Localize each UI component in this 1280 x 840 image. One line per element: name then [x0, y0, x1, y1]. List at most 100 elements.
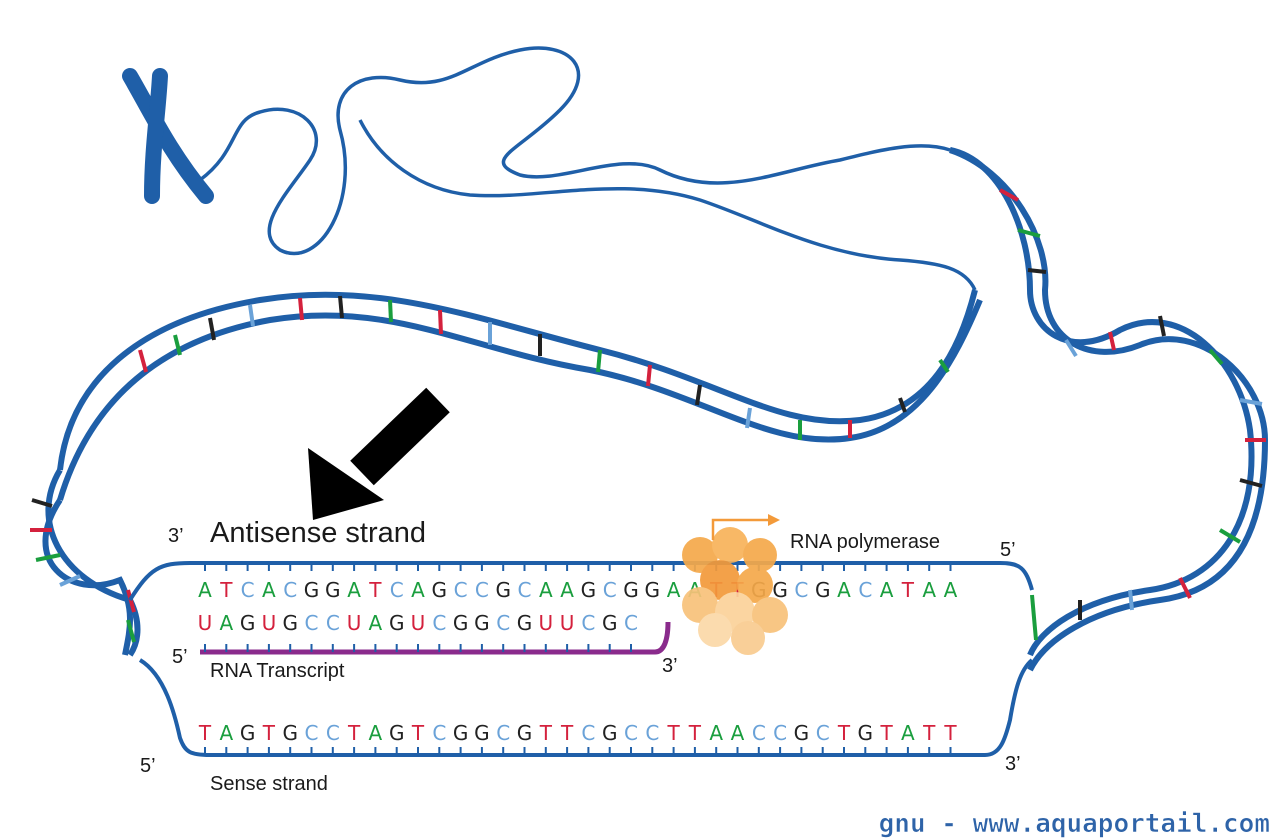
base-letter: A: [347, 578, 361, 602]
base-letter: G: [282, 611, 298, 635]
rna-polymerase-icon[interactable]: [682, 527, 788, 655]
base-letter: C: [752, 721, 766, 745]
base-letter: G: [474, 721, 490, 745]
base-letter: C: [326, 721, 340, 745]
base-letter: C: [624, 611, 638, 635]
antisense-end-left: 3’: [168, 525, 184, 547]
base-letter: C: [454, 578, 468, 602]
base-letter: C: [475, 578, 489, 602]
sense-end-right: 3’: [1005, 753, 1021, 775]
base-letter: G: [282, 721, 298, 745]
rna-polymerase-label: RNA polymerase: [790, 531, 940, 553]
base-letter: A: [198, 578, 212, 602]
base-letter: G: [495, 578, 511, 602]
base-letter: G: [772, 578, 788, 602]
base-letter: T: [411, 721, 425, 745]
base-letter: C: [581, 611, 595, 635]
base-letter: G: [517, 611, 533, 635]
dna-helix-left: [30, 468, 141, 657]
base-letter: A: [731, 721, 745, 745]
base-letter: A: [262, 578, 276, 602]
dna-helix-right: [949, 147, 1269, 672]
base-letter: U: [560, 611, 575, 635]
antisense-strand-backbone: [128, 561, 1034, 602]
base-letter: T: [879, 721, 893, 745]
base-letter: C: [432, 611, 446, 635]
base-letter: G: [474, 611, 490, 635]
base-letter: C: [816, 721, 830, 745]
base-letter: T: [901, 578, 915, 602]
base-letter: A: [944, 578, 958, 602]
base-letter: C: [305, 611, 319, 635]
base-letter: A: [219, 721, 233, 745]
base-letter: C: [624, 721, 638, 745]
base-letter: C: [496, 721, 510, 745]
antisense-end-right: 5’: [1000, 539, 1016, 561]
base-letter: C: [581, 721, 595, 745]
base-letter: G: [304, 578, 320, 602]
base-letter: G: [453, 611, 469, 635]
base-letter: G: [815, 578, 831, 602]
base-letter: A: [837, 578, 851, 602]
base-letter: G: [389, 611, 405, 635]
base-letter: G: [581, 578, 597, 602]
base-letter: T: [347, 721, 361, 745]
base-letter: C: [794, 578, 808, 602]
base-letter: G: [602, 611, 618, 635]
base-letter: T: [560, 721, 574, 745]
base-letter: G: [240, 611, 256, 635]
base-letter: T: [922, 721, 936, 745]
base-letter: A: [219, 611, 233, 635]
base-letter: G: [453, 721, 469, 745]
base-letter: C: [603, 578, 617, 602]
rna-transcript-label: RNA Transcript: [210, 660, 345, 682]
base-letter: C: [241, 578, 255, 602]
sense-base-ticks: [204, 747, 952, 755]
transcript-base-ticks: [204, 644, 632, 652]
base-letter: G: [325, 578, 341, 602]
base-letter: T: [198, 721, 212, 745]
base-letter: C: [496, 611, 510, 635]
base-letter: A: [880, 578, 894, 602]
base-letter: T: [837, 721, 851, 745]
sense-strand-label: Sense strand: [210, 773, 328, 795]
base-letter: A: [901, 721, 915, 745]
base-letter: C: [326, 611, 340, 635]
base-letter: C: [773, 721, 787, 745]
transcript-end-right: 3’: [662, 655, 678, 677]
base-letter: T: [262, 721, 276, 745]
base-letter: C: [305, 721, 319, 745]
base-letter: C: [283, 578, 297, 602]
base-letter: A: [667, 578, 681, 602]
base-letter: U: [198, 611, 213, 635]
base-letter: G: [432, 578, 448, 602]
pointer-arrow-icon: [308, 387, 450, 520]
base-letter: A: [369, 721, 383, 745]
chromatin-thread: [198, 46, 951, 256]
rna-transcript-strand[interactable]: [200, 621, 671, 655]
base-letter: C: [432, 721, 446, 745]
base-letter: T: [219, 578, 233, 602]
base-letter: A: [709, 721, 723, 745]
base-letter: G: [240, 721, 256, 745]
base-letter: T: [666, 721, 680, 745]
base-letter: A: [539, 578, 553, 602]
base-letter: G: [517, 721, 533, 745]
base-letter: A: [560, 578, 574, 602]
base-letter: T: [688, 721, 702, 745]
sense-end-left: 5’: [140, 755, 156, 777]
base-letter: T: [368, 578, 382, 602]
base-letter: G: [602, 721, 618, 745]
base-letter: U: [538, 611, 553, 635]
base-letter: C: [518, 578, 532, 602]
antisense-title: Antisense strand: [210, 517, 426, 549]
transcription-direction-arrow: [711, 518, 768, 540]
base-letter: T: [539, 721, 553, 745]
base-letter: G: [389, 721, 405, 745]
chromatin-thread: [358, 119, 977, 291]
base-letter: U: [411, 611, 426, 635]
base-letter: A: [411, 578, 425, 602]
antisense-base-ticks: [204, 563, 952, 571]
